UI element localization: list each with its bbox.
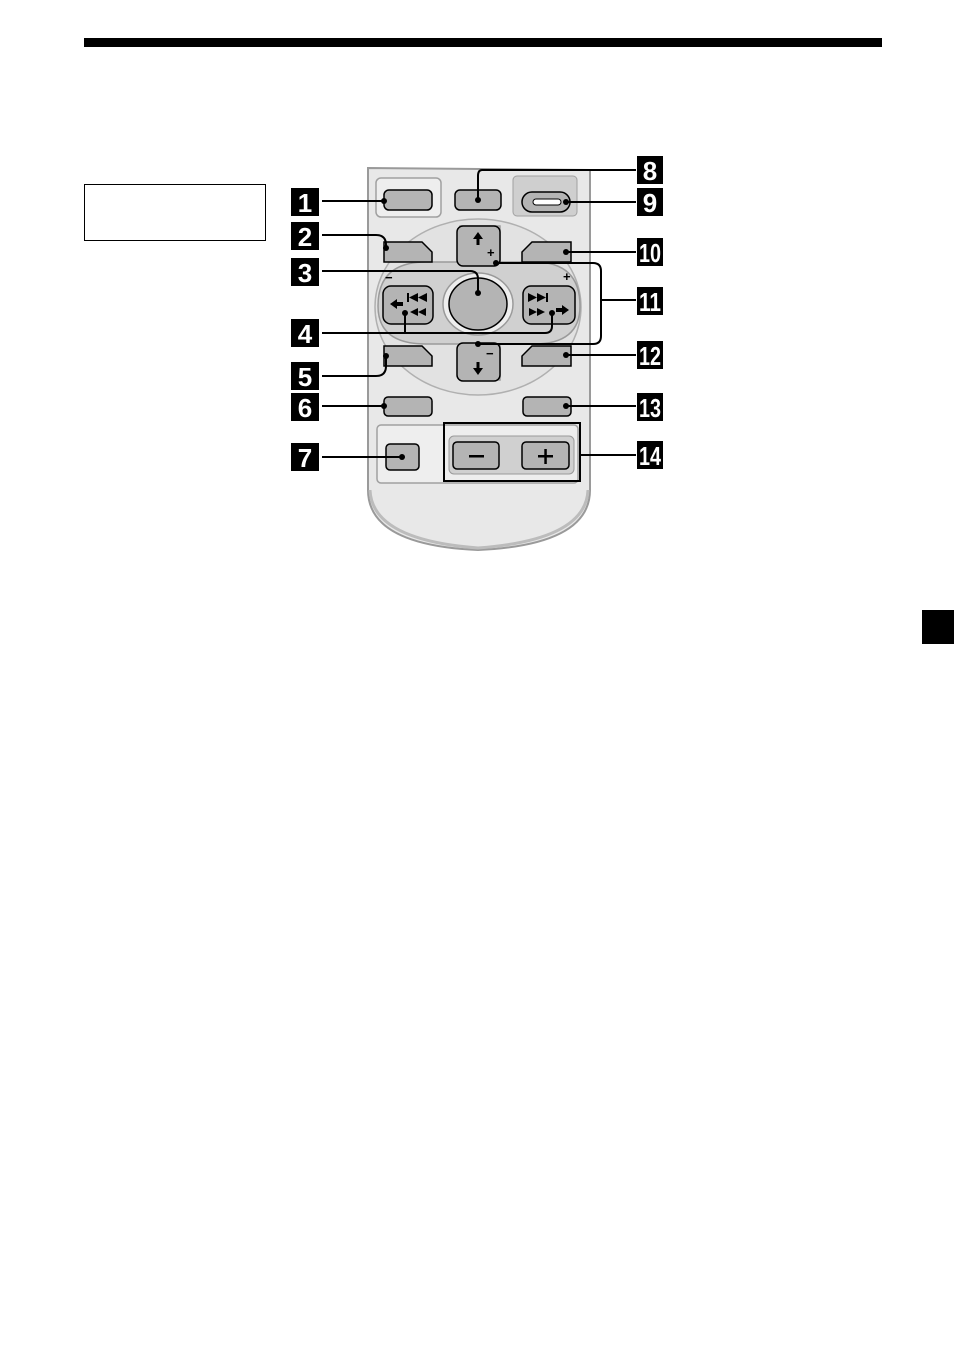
button-2[interactable]: [384, 242, 432, 262]
callout-5-label: 5: [298, 362, 312, 392]
down-minus-sign: −: [486, 346, 494, 361]
up-plus-sign: +: [487, 245, 495, 260]
callout-8: 8: [637, 156, 663, 186]
callout-10-label: 10: [639, 238, 661, 268]
callout-11: 11: [637, 287, 663, 317]
callout-12: 12: [637, 341, 663, 371]
callout-8-label: 8: [643, 156, 657, 186]
callout-11-label: 11: [639, 287, 661, 317]
callout-5: 5: [291, 362, 319, 392]
callout-2: 2: [291, 222, 319, 252]
callout-3-label: 3: [298, 258, 312, 288]
seek-forward-key[interactable]: [523, 286, 575, 324]
callout-3: 3: [291, 258, 319, 288]
callout-1-label: 1: [298, 188, 312, 218]
callout-1: 1: [291, 188, 319, 218]
callout-13-label: 13: [639, 393, 661, 423]
callout-6: 6: [291, 393, 319, 423]
seek-plus-sign: +: [563, 269, 571, 284]
button-1[interactable]: [384, 190, 432, 210]
callout-6-label: 6: [298, 393, 312, 423]
callout-12-label: 12: [639, 341, 661, 371]
seek-back-key[interactable]: [383, 286, 433, 324]
callout-14-label: 14: [639, 441, 661, 471]
button-9-slot: [533, 199, 561, 205]
callout-10: 10: [637, 238, 663, 268]
callout-4-label: 4: [298, 319, 313, 349]
callout-4: 4: [291, 319, 319, 349]
callout-9-label: 9: [643, 188, 657, 218]
callout-13: 13: [637, 393, 663, 423]
callout-7: 7: [291, 443, 319, 473]
callout-14: 14: [637, 441, 663, 471]
callout-7-label: 7: [298, 443, 312, 473]
seek-minus-sign: −: [385, 270, 393, 285]
callout-9: 9: [637, 188, 663, 218]
minus-icon: [469, 455, 484, 458]
button-5[interactable]: [384, 346, 432, 366]
callout-2-label: 2: [298, 222, 312, 252]
button-6[interactable]: [384, 397, 432, 416]
